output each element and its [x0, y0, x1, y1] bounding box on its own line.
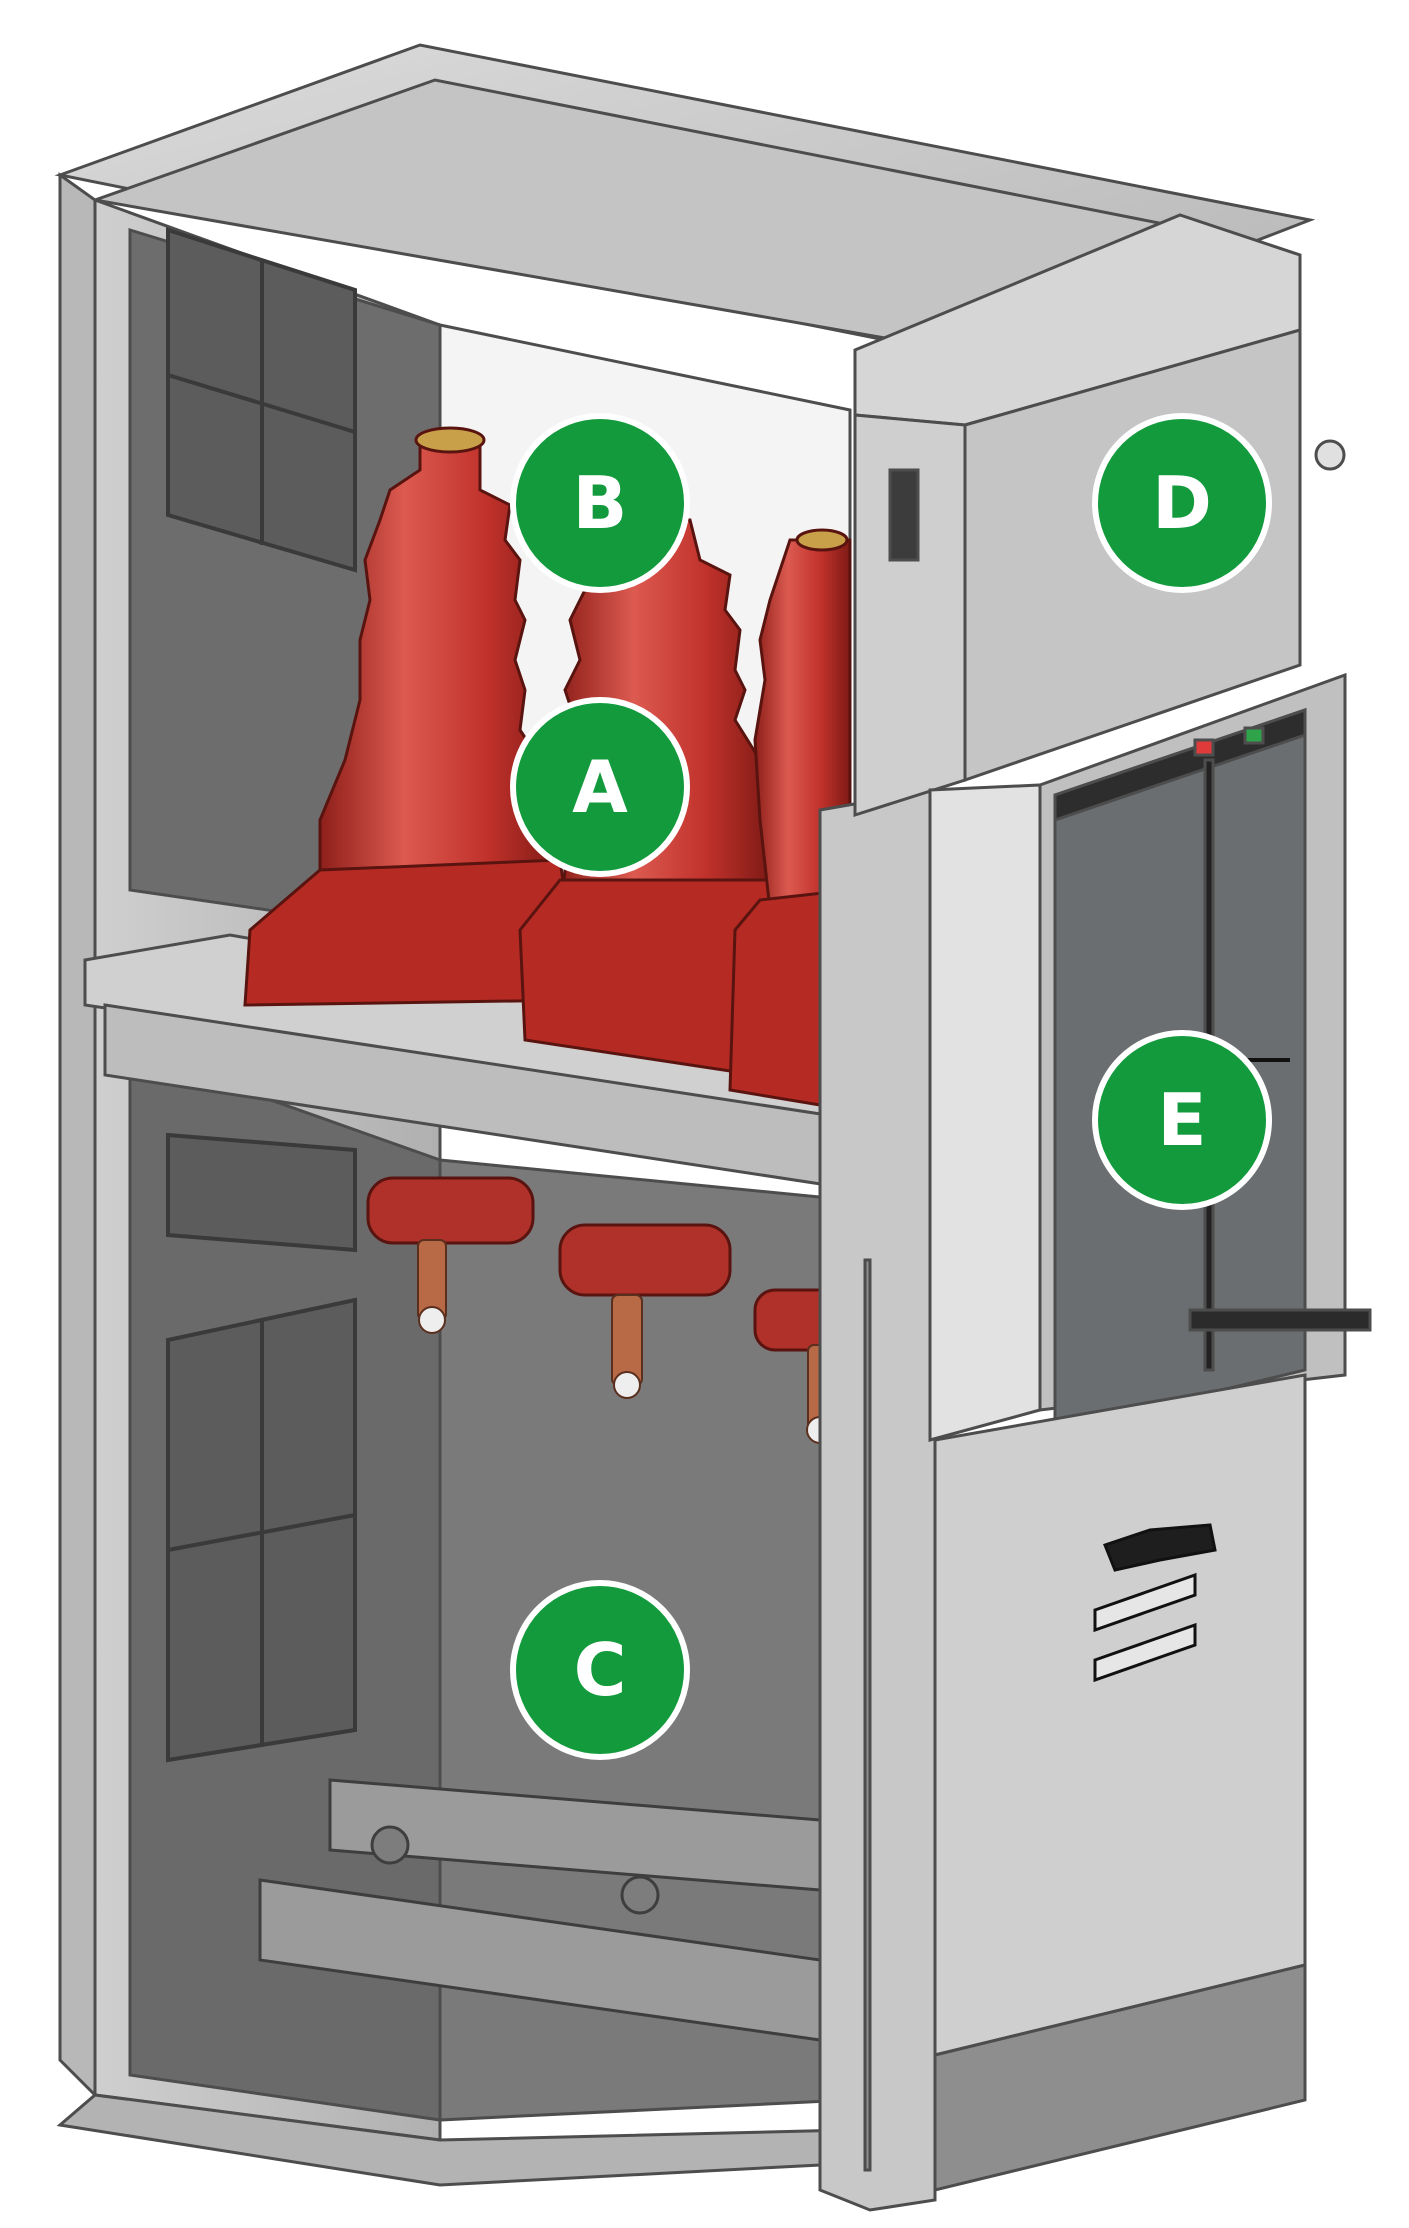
cabinet-front-post [818, 788, 937, 2212]
lower-front-door [933, 1373, 1307, 2192]
svg-text:E: E [1157, 1078, 1206, 1162]
svg-text:A: A [572, 745, 628, 829]
ventilation-window-icon [166, 227, 357, 1763]
svg-text:D: D [1152, 461, 1212, 545]
svg-text:B: B [573, 461, 628, 545]
callout-a: A [510, 697, 690, 877]
cable-support-icon [258, 1778, 822, 2042]
handle-icon [1093, 1523, 1217, 1683]
callout-e: E [1092, 1030, 1272, 1210]
callout-c: C [510, 1580, 690, 1760]
callout-d: D [1092, 413, 1272, 593]
callout-b: B [510, 413, 690, 593]
svg-text:C: C [574, 1628, 627, 1712]
